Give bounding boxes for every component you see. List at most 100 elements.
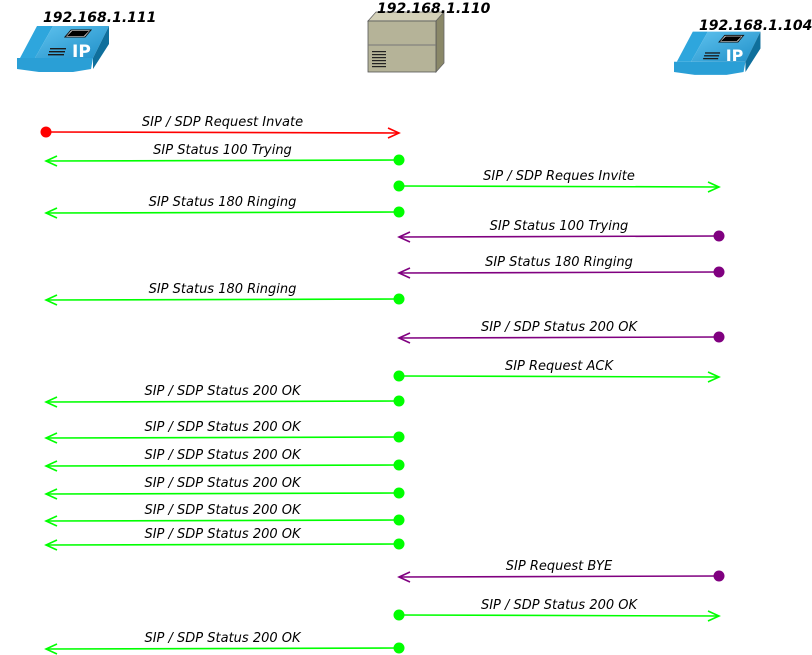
message-origin-dot bbox=[393, 293, 405, 305]
message-origin-dot bbox=[713, 266, 725, 278]
message-label: SIP / SDP Status 200 OK bbox=[144, 476, 302, 491]
message-arrow: SIP / SDP Status 200 OK bbox=[397, 320, 725, 344]
arrowhead-icon bbox=[397, 267, 411, 279]
message-label: SIP / SDP Status 200 OK bbox=[144, 384, 302, 399]
message-line bbox=[45, 647, 400, 650]
message-line bbox=[398, 614, 720, 617]
message-label: SIP Status 180 Ringing bbox=[485, 255, 633, 270]
server-node: 192.168.1.110 bbox=[367, 1, 491, 74]
message-arrow: SIP / SDP Status 200 OK bbox=[44, 448, 405, 472]
message-label: SIP / SDP Reques Invite bbox=[483, 169, 635, 184]
message-arrow: SIP / SDP Status 200 OK bbox=[393, 598, 721, 622]
message-origin-dot bbox=[713, 331, 725, 343]
message-arrow: SIP Request BYE bbox=[397, 559, 725, 583]
message-line bbox=[45, 131, 400, 134]
message-origin-dot bbox=[393, 609, 405, 621]
message-arrow: SIP Status 180 Ringing bbox=[397, 255, 725, 279]
message-arrow: SIP Request ACK bbox=[393, 359, 721, 383]
message-origin-dot bbox=[393, 206, 405, 218]
arrowhead-icon bbox=[44, 643, 58, 655]
node-label: 192.168.1.111 bbox=[43, 10, 156, 26]
message-label: SIP Status 100 Trying bbox=[153, 143, 292, 158]
message-origin-dot bbox=[393, 514, 405, 526]
message-arrow: SIP / SDP Status 200 OK bbox=[44, 503, 405, 527]
arrowhead-icon bbox=[44, 488, 58, 500]
arrowhead-icon bbox=[44, 396, 58, 408]
message-arrow: SIP / SDP Status 200 OK bbox=[44, 420, 405, 444]
ip-badge: IP bbox=[726, 46, 744, 65]
message-line bbox=[45, 436, 400, 439]
message-origin-dot bbox=[393, 154, 405, 166]
message-arrow: SIP / SDP Reques Invite bbox=[393, 169, 721, 193]
arrowhead-icon bbox=[707, 371, 721, 383]
message-arrow: SIP Status 100 Trying bbox=[397, 219, 725, 243]
message-label: SIP Request ACK bbox=[505, 359, 615, 374]
message-line bbox=[398, 185, 720, 188]
message-label: SIP / SDP Status 200 OK bbox=[144, 448, 302, 463]
message-arrow: SIP / SDP Status 200 OK bbox=[44, 527, 405, 551]
message-arrow: SIP Status 100 Trying bbox=[44, 143, 405, 167]
message-label: SIP / SDP Status 200 OK bbox=[144, 631, 302, 646]
arrowhead-icon bbox=[44, 515, 58, 527]
message-arrow: SIP Status 180 Ringing bbox=[44, 195, 405, 219]
message-label: SIP / SDP Request Invate bbox=[142, 115, 303, 130]
arrowhead-icon bbox=[707, 181, 721, 193]
arrowhead-icon bbox=[44, 432, 58, 444]
message-label: SIP / SDP Status 200 OK bbox=[144, 503, 302, 518]
message-line bbox=[398, 271, 720, 274]
message-arrow: SIP Status 180 Ringing bbox=[44, 282, 405, 306]
message-line bbox=[398, 575, 720, 578]
arrowhead-icon bbox=[397, 231, 411, 243]
message-line bbox=[398, 375, 720, 378]
message-origin-dot bbox=[393, 538, 405, 550]
message-label: SIP Status 180 Ringing bbox=[149, 195, 297, 210]
message-line bbox=[45, 400, 400, 403]
server-icon bbox=[367, 10, 445, 74]
message-origin-dot bbox=[713, 230, 725, 242]
message-arrow: SIP / SDP Status 200 OK bbox=[44, 384, 405, 408]
arrowhead-icon bbox=[44, 460, 58, 472]
arrowhead-icon bbox=[397, 332, 411, 344]
message-origin-dot bbox=[393, 431, 405, 443]
message-line bbox=[398, 336, 720, 339]
left-phone-node: IP 192.168.1.111 bbox=[17, 10, 156, 72]
ip-phone-icon: IP bbox=[17, 26, 109, 72]
message-arrow: SIP / SDP Request Invate bbox=[40, 115, 401, 139]
message-label: SIP / SDP Status 200 OK bbox=[481, 598, 639, 613]
message-line bbox=[398, 235, 720, 238]
arrowhead-icon bbox=[707, 610, 721, 622]
message-origin-dot bbox=[393, 459, 405, 471]
message-line bbox=[45, 464, 400, 467]
node-label: 192.168.1.104 bbox=[699, 18, 812, 34]
message-line bbox=[45, 159, 400, 162]
message-origin-dot bbox=[393, 180, 405, 192]
message-label: SIP Request BYE bbox=[506, 559, 613, 574]
arrowhead-icon bbox=[44, 294, 58, 306]
ip-badge: IP bbox=[72, 42, 91, 62]
ip-phone-icon: IP bbox=[674, 31, 761, 75]
message-label: SIP / SDP Status 200 OK bbox=[481, 320, 639, 335]
message-origin-dot bbox=[393, 487, 405, 499]
arrowhead-icon bbox=[44, 155, 58, 167]
message-origin-dot bbox=[393, 370, 405, 382]
message-origin-dot bbox=[713, 570, 725, 582]
message-label: SIP / SDP Status 200 OK bbox=[144, 420, 302, 435]
message-line bbox=[45, 543, 400, 546]
arrowhead-icon bbox=[387, 127, 401, 139]
message-origin-dot bbox=[40, 126, 52, 138]
arrowhead-icon bbox=[397, 571, 411, 583]
message-arrow: SIP / SDP Status 200 OK bbox=[44, 631, 405, 655]
message-line bbox=[45, 211, 400, 214]
message-label: SIP Status 180 Ringing bbox=[149, 282, 297, 297]
message-line bbox=[45, 492, 400, 495]
node-label: 192.168.1.110 bbox=[377, 1, 491, 17]
message-origin-dot bbox=[393, 395, 405, 407]
arrowhead-icon bbox=[44, 539, 58, 551]
message-origin-dot bbox=[393, 642, 405, 654]
message-arrow: SIP / SDP Status 200 OK bbox=[44, 476, 405, 500]
message-label: SIP Status 100 Trying bbox=[490, 219, 629, 234]
right-phone-node: IP 192.168.1.104 bbox=[674, 18, 812, 75]
message-line bbox=[45, 298, 400, 301]
